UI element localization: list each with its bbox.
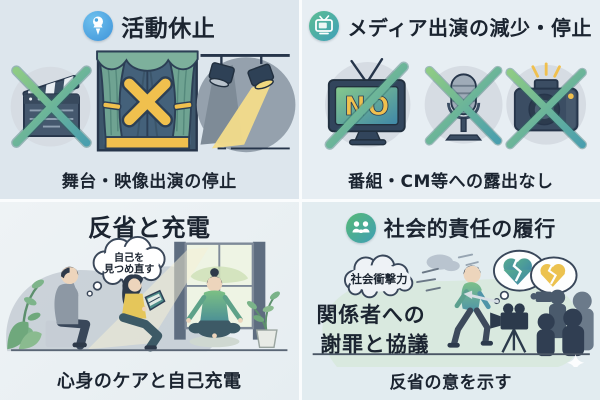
plant-right xyxy=(246,290,280,348)
sparkle xyxy=(566,353,584,367)
broken-speech-bubbles xyxy=(492,249,577,304)
reflection-header: 反省と充電 xyxy=(0,202,299,242)
plant-left xyxy=(7,279,44,349)
activity-title: 活動休止 xyxy=(121,16,216,42)
thought-line2: 見つめ直す xyxy=(103,262,154,275)
panel-social-responsibility: 社会的責任の履行 社会衝撃力 関係 xyxy=(301,201,600,400)
stage-illustration xyxy=(96,50,199,152)
responsibility-illustration: 社会衝撃力 関係者への 謝罪と協議 xyxy=(312,249,594,367)
reflection-illustration: 自己を 見つめ直す xyxy=(6,235,288,352)
stage-cross xyxy=(121,76,173,128)
media-title: メディア出演の減少・停止 xyxy=(347,15,593,40)
people-discussion-icon xyxy=(345,212,376,243)
panel-media-reduction: メディア出演の減少・停止 NO xyxy=(301,0,600,199)
reflection-caption: 心身のケアと自己充電 xyxy=(56,371,242,392)
reading-person xyxy=(119,273,166,352)
media-header: メディア出演の減少・停止 xyxy=(302,0,600,44)
responsibility-title: 社会的責任の履行 xyxy=(383,216,556,241)
thought-line1: 自己を xyxy=(114,250,144,263)
walking-person xyxy=(415,264,493,348)
activity-illustration xyxy=(10,50,296,153)
broken-heart-green xyxy=(502,256,532,285)
activity-header: 活動休止 xyxy=(0,0,299,44)
small-clouds xyxy=(426,253,479,271)
panel-activity-suspension: 活動休止 xyxy=(0,0,299,199)
responsibility-caption: 反省の意を示す xyxy=(389,373,512,393)
broken-heart-yellow xyxy=(539,262,565,287)
microphone-illustration xyxy=(424,65,503,146)
clapperboard-illustration xyxy=(10,65,92,148)
pin-icon xyxy=(83,11,114,41)
video-camera xyxy=(489,302,528,353)
thinking-person xyxy=(45,266,91,350)
message-line1: 関係者への xyxy=(316,302,425,326)
media-illustration: NO xyxy=(324,58,587,150)
responsibility-header: 社会的責任の履行 xyxy=(302,202,600,246)
background-blob xyxy=(321,278,582,367)
cross-mark xyxy=(504,67,587,150)
arrow-toward-man xyxy=(463,290,499,303)
tv-icon xyxy=(309,11,340,41)
cross-mark xyxy=(11,65,92,148)
motion-lines xyxy=(415,267,441,292)
panel-reflection-recharge: 反省と充電 自己を xyxy=(0,201,299,400)
impact-cloud-badge: 社会衝撃力 xyxy=(343,254,413,298)
spotlights-illustration xyxy=(196,53,296,153)
thought-bubble: 自己を 見つめ直す xyxy=(86,235,166,297)
tv-no-illustration: NO xyxy=(324,58,410,150)
camera-illustration xyxy=(504,62,587,150)
message-line2: 謝罪と協議 xyxy=(320,332,429,356)
meditating-person xyxy=(186,267,243,347)
impact-cloud-label: 社会衝撃力 xyxy=(349,272,407,286)
slash-mark xyxy=(324,61,409,150)
media-caption: 番組・CM等への露出なし xyxy=(348,171,554,192)
flash-sparks xyxy=(530,62,561,78)
cross-mark xyxy=(424,65,503,146)
press-crowd xyxy=(463,289,594,356)
reflection-title: 反省と充電 xyxy=(88,213,211,242)
activity-caption: 舞台・映像出演の停止 xyxy=(61,171,237,192)
